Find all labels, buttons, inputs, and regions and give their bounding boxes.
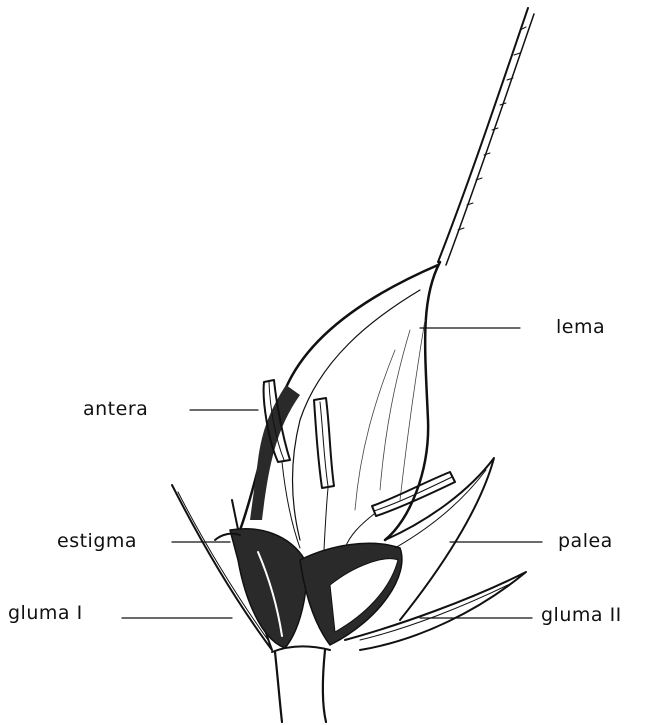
awn-edge: [446, 14, 534, 265]
label-lema: lema: [556, 316, 605, 338]
awn: [438, 8, 528, 262]
label-antera: antera: [83, 398, 148, 420]
base: [275, 650, 326, 722]
lemma-inner-edge: [293, 290, 421, 540]
label-palea: palea: [558, 530, 613, 552]
base-collar: [272, 646, 330, 652]
label-estigma: estigma: [57, 530, 137, 552]
anther-3: [372, 472, 455, 516]
ovary-dark: [230, 529, 306, 648]
lemma-veins: [355, 320, 425, 510]
label-gluma-2: gluma II: [541, 604, 622, 626]
awn-bristles: [458, 27, 526, 230]
label-gluma-1: gluma I: [8, 602, 83, 624]
filaments: [282, 462, 374, 550]
palea-right: [385, 458, 494, 620]
anther-3-line: [374, 477, 452, 511]
